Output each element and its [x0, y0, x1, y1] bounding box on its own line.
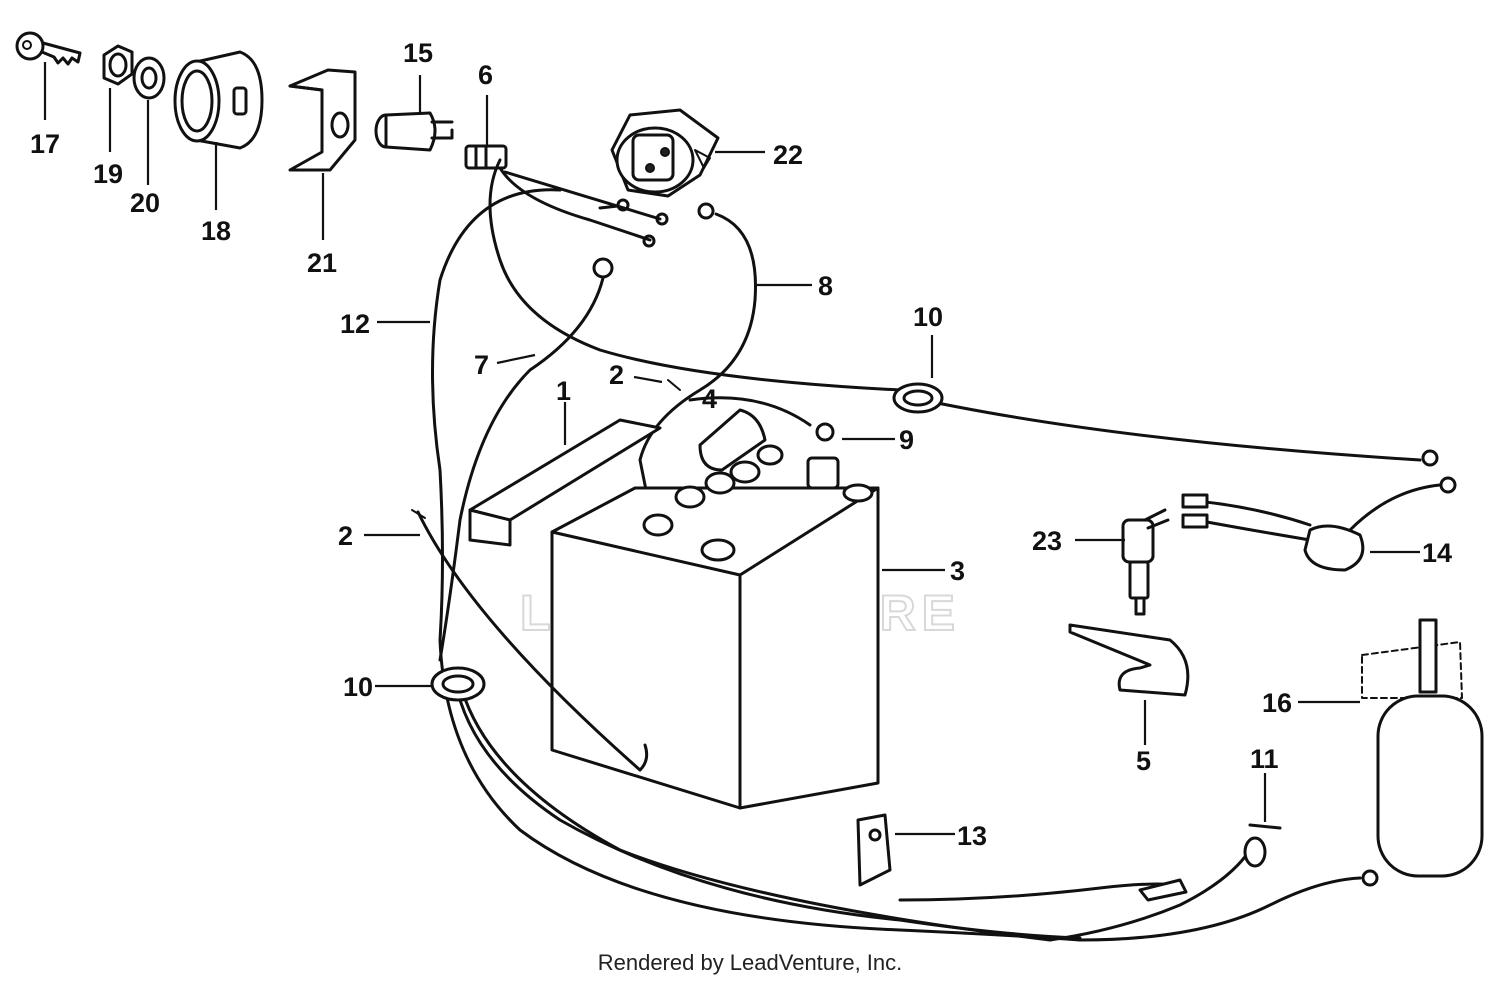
- callout-4: 4: [702, 384, 717, 414]
- part-connector[interactable]: [464, 144, 508, 170]
- part-battery[interactable]: [550, 444, 880, 810]
- callout-3: 3: [950, 556, 965, 586]
- callout-18: 18: [201, 216, 231, 246]
- callout-21: 21: [307, 248, 337, 278]
- leader-lines: [43, 62, 1420, 836]
- callout-11: 11: [1250, 744, 1279, 774]
- callout-7: 7: [474, 350, 489, 380]
- callout-9: 9: [899, 425, 914, 455]
- footer-credit: Rendered by LeadVenture, Inc.: [597, 950, 903, 975]
- callout-23: 23: [1032, 526, 1062, 556]
- callout-1: 1: [556, 376, 571, 406]
- part-mounting-bracket[interactable]: [288, 68, 357, 172]
- part-switch-body[interactable]: [173, 50, 264, 150]
- callout-20: 20: [130, 188, 160, 218]
- callout-14: 14: [1422, 538, 1452, 568]
- callout-2-top: 2: [609, 360, 624, 390]
- callout-labels: 17 19 20 18 21 15 6 22 8 12 7 1 2 4 10 9…: [30, 38, 1452, 851]
- part-small-bolt[interactable]: [667, 379, 681, 391]
- wire-ring-terminals-top: [592, 198, 715, 279]
- callout-10-upper: 10: [913, 302, 943, 332]
- part-wire-clip[interactable]: [856, 813, 892, 887]
- callout-12: 12: [340, 309, 370, 339]
- part-plug[interactable]: [374, 111, 454, 152]
- callout-2-left: 2: [338, 521, 353, 551]
- part-14-component[interactable]: [1181, 493, 1365, 572]
- callout-22: 22: [773, 140, 803, 170]
- part-screw[interactable]: [1243, 823, 1282, 868]
- part-grommet-upper[interactable]: [892, 382, 944, 414]
- part-terminal-boot[interactable]: [698, 408, 767, 472]
- part-hex-nut[interactable]: [102, 44, 134, 86]
- callout-15: 15: [403, 38, 433, 68]
- callout-5: 5: [1136, 746, 1151, 776]
- callout-13: 13: [957, 821, 987, 851]
- part-grommet-lower[interactable]: [430, 666, 486, 702]
- part-hold-down-strap[interactable]: [468, 418, 662, 547]
- part-safety-switch[interactable]: [1121, 508, 1170, 616]
- part-lock-washer[interactable]: [132, 56, 166, 100]
- callout-17: 17: [30, 129, 60, 159]
- callout-10-lower: 10: [343, 672, 373, 702]
- part-cable-clamp[interactable]: [1068, 623, 1190, 697]
- part-ignition-switch[interactable]: [610, 108, 720, 198]
- part-hold-down-rod[interactable]: [411, 509, 649, 772]
- callout-6: 6: [478, 60, 493, 90]
- part-coil[interactable]: [1361, 618, 1484, 878]
- part-cable-end[interactable]: [688, 396, 835, 442]
- callout-19: 19: [93, 159, 123, 189]
- part-key[interactable]: [15, 31, 82, 66]
- callout-8: 8: [818, 271, 833, 301]
- callout-16: 16: [1262, 688, 1292, 718]
